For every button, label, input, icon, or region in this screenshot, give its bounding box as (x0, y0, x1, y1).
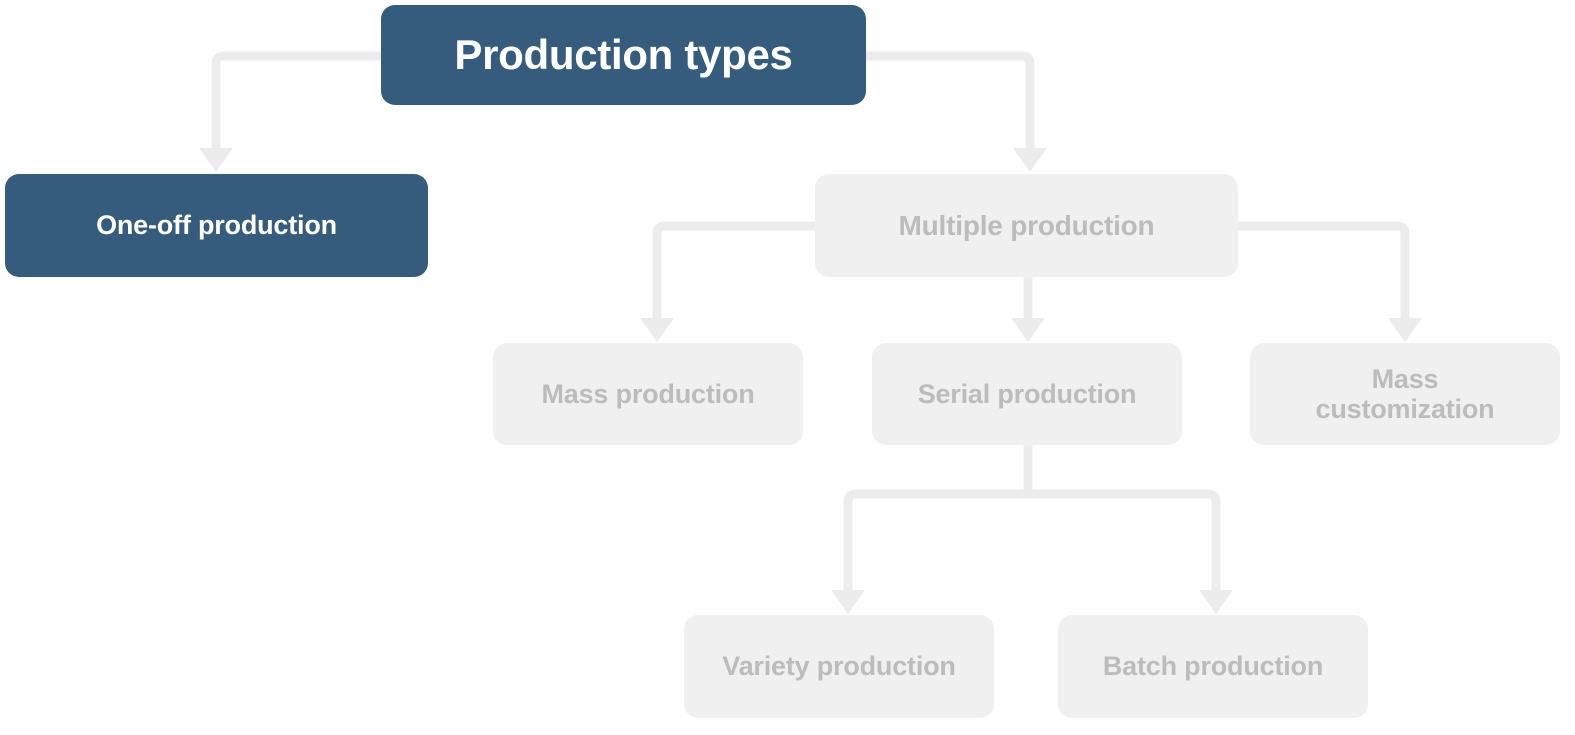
node-mass-production[interactable]: Mass production (493, 343, 803, 445)
node-label-mass-customization: Mass customization (1315, 363, 1495, 424)
edge-serial-production-to-variety-production (831, 445, 1033, 614)
edge-multiple-production-to-serial-production (1011, 277, 1045, 342)
edge-root-to-one-off-production (199, 51, 381, 172)
node-serial-production[interactable]: Serial production (872, 343, 1182, 445)
node-label-variety-production: Variety production (722, 651, 956, 682)
node-label-serial-production: Serial production (917, 378, 1137, 409)
node-label-mass-production: Mass production (541, 378, 755, 409)
node-label-production-types: Production types (454, 31, 793, 79)
node-label-one-off-production: One-off production (96, 210, 337, 241)
node-label-multiple-production: Multiple production (898, 209, 1155, 241)
node-label-batch-production: Batch production (1102, 651, 1324, 682)
node-batch-production[interactable]: Batch production (1058, 615, 1368, 718)
node-production-types[interactable]: Production types (381, 5, 866, 105)
edge-serial-production-to-batch-production (1028, 489, 1233, 614)
node-one-off-production[interactable]: One-off production (5, 174, 428, 277)
node-mass-customization[interactable]: Mass customization (1250, 343, 1560, 445)
edge-multiple-production-to-mass-customization (1238, 221, 1422, 342)
edge-multiple-production-to-mass-production (640, 221, 815, 342)
node-variety-production[interactable]: Variety production (684, 615, 994, 718)
node-multiple-production[interactable]: Multiple production (815, 174, 1238, 277)
edge-root-to-multiple-production (866, 51, 1047, 172)
